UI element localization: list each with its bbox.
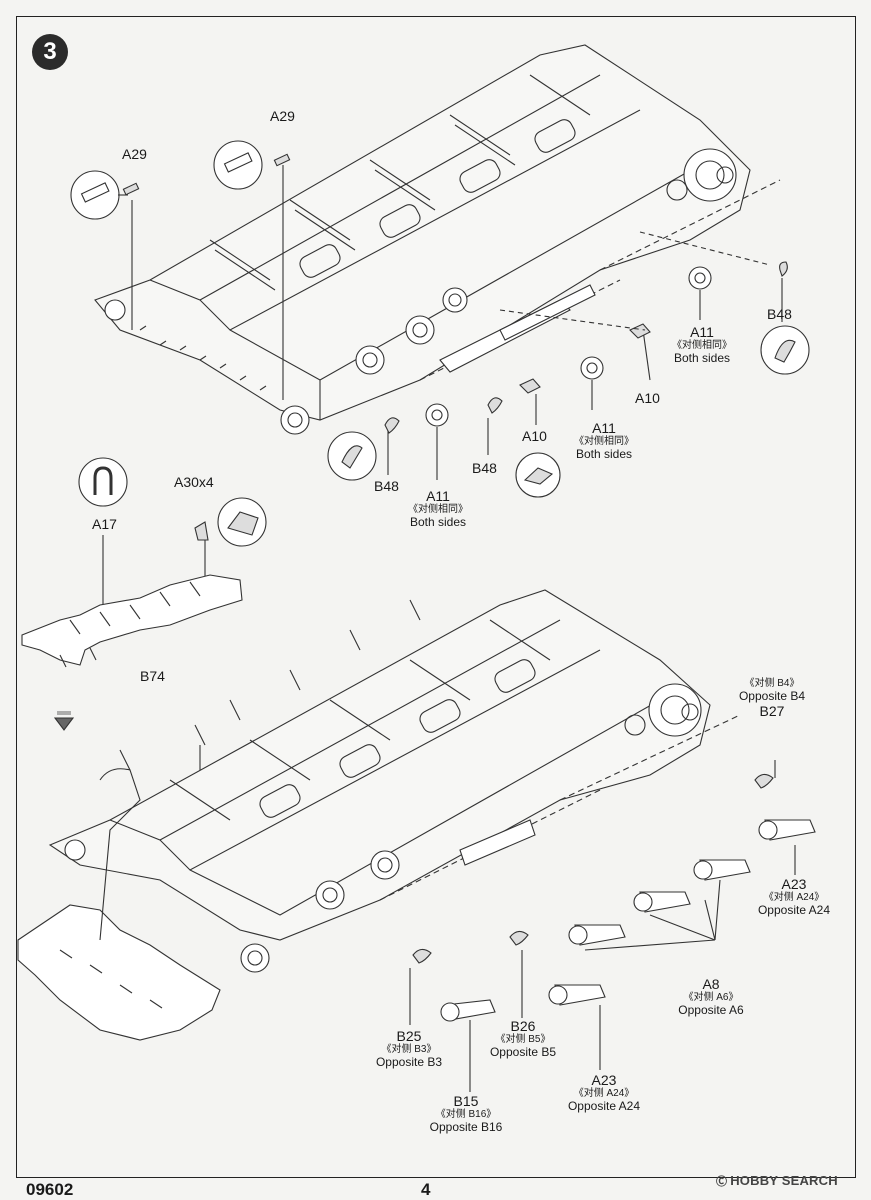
watermark-logo-icon: Ⓒ — [716, 1176, 728, 1188]
label-a10-right: A10 — [635, 390, 660, 406]
a10-closeup — [515, 329, 651, 498]
lower-bracket-illustration — [17, 768, 221, 1041]
label-b74: B74 — [140, 668, 165, 684]
label-b48-left: B48 — [374, 478, 399, 494]
product-code: 09602 — [26, 1180, 74, 1199]
page-frame — [16, 16, 856, 1178]
label-a23-right: A23 《对侧 A24》 Opposite A24 — [757, 876, 831, 917]
a29-closeup-right — [213, 140, 291, 400]
label-a17: A17 — [92, 516, 117, 532]
label-b48-right: B48 — [767, 306, 792, 322]
step-number-badge: 3 — [32, 34, 68, 70]
down-arrow — [53, 711, 75, 731]
label-a11-left: A11 《对侧相同》 Both sides — [408, 488, 468, 529]
label-a29-right: A29 — [270, 108, 295, 124]
label-a11-mid: A11 《对侧相同》 Both sides — [574, 420, 634, 461]
b48-closeup-left — [327, 425, 389, 481]
a30-closeup — [194, 497, 267, 590]
b48-closeup-right — [760, 261, 810, 375]
a17-closeup — [78, 457, 128, 612]
label-a11-right: A11 《对侧相同》 Both sides — [672, 324, 732, 365]
label-a30x4: A30x4 — [174, 474, 214, 490]
b74-bracket-illustration — [21, 574, 243, 668]
upper-hull-illustration — [94, 44, 781, 435]
watermark-text: HOBBY SEARCH — [730, 1173, 838, 1188]
lower-hull-illustration — [48, 589, 741, 973]
label-a23-bottom: A23 《对侧 A24》 Opposite A24 — [567, 1072, 641, 1113]
exploded-parts-top — [384, 231, 771, 480]
label-b27-opposite-b4: 《对侧 B4》 Opposite B4 B27 — [738, 678, 806, 720]
label-b15: B15 《对侧 B16》 Opposite B16 — [429, 1093, 503, 1134]
page-number: 4 — [421, 1180, 431, 1199]
label-a29-left: A29 — [122, 146, 147, 162]
a29-closeup-left — [70, 170, 140, 330]
label-b48-mid: B48 — [472, 460, 497, 476]
label-a10-mid: A10 — [522, 428, 547, 444]
label-b26: B26 《对侧 B5》 Opposite B5 — [489, 1018, 557, 1059]
label-a8: A8 《对侧 A6》 Opposite A6 — [678, 976, 744, 1017]
suspension-arms — [409, 760, 816, 1092]
label-b25: B25 《对侧 B3》 Opposite B3 — [375, 1028, 443, 1069]
